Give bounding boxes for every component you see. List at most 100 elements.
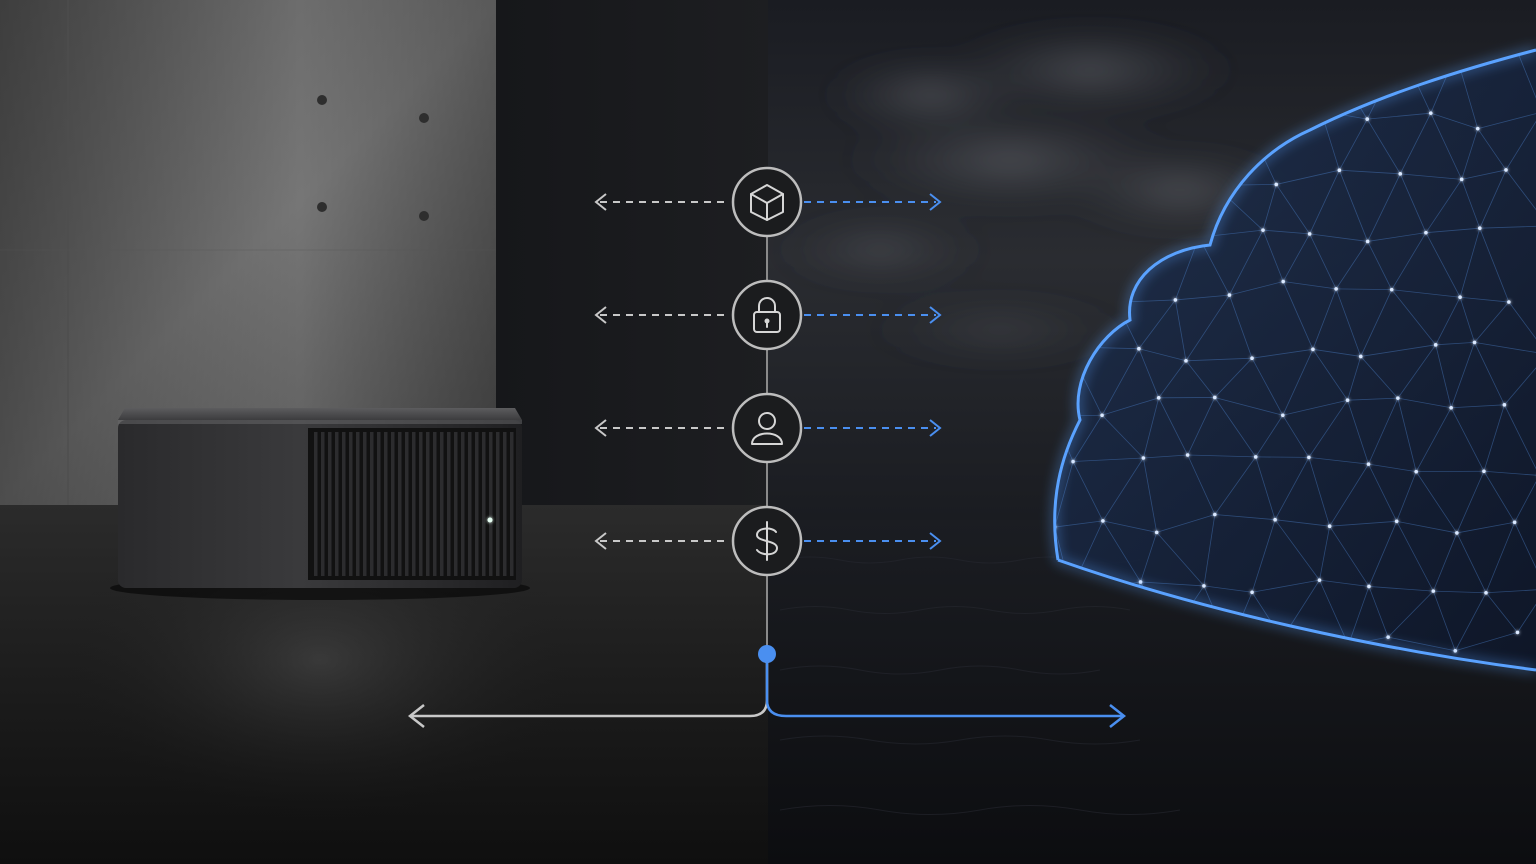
vent-slot: [461, 432, 465, 576]
mesh-link: [1425, 232, 1461, 298]
vent-slot: [398, 432, 402, 576]
mesh-link: [1396, 521, 1434, 592]
mesh-link: [1282, 233, 1310, 282]
mesh-link: [1456, 521, 1515, 534]
vent-slot: [321, 432, 325, 576]
mesh-link: [1339, 118, 1368, 171]
mesh-node: [1253, 455, 1258, 459]
mesh-link: [1312, 348, 1361, 357]
mesh-link: [1483, 470, 1536, 476]
mesh-link: [1430, 113, 1463, 180]
on-prem-arrowhead: [594, 193, 607, 211]
cloud-arrowhead: [929, 306, 942, 324]
mesh-link: [1397, 397, 1452, 409]
mesh-link: [1229, 281, 1284, 296]
mesh-node: [1484, 590, 1488, 595]
split-point: [758, 645, 776, 663]
mesh-link: [1474, 342, 1536, 355]
mesh-node: [1455, 531, 1459, 535]
mesh-link: [1335, 241, 1368, 290]
mesh-link: [1366, 118, 1401, 175]
vent-slot: [440, 432, 444, 576]
mesh-link: [1461, 128, 1479, 180]
mesh-link: [1508, 301, 1536, 355]
mesh-link: [1474, 301, 1510, 343]
vent-slot: [314, 432, 318, 576]
vent-slot: [475, 432, 479, 576]
mesh-node: [1345, 398, 1350, 403]
mesh-node: [1431, 589, 1436, 593]
mesh-link: [1185, 294, 1230, 362]
cloud-branch-arrowhead: [1109, 704, 1127, 728]
mesh-link: [1514, 522, 1536, 590]
shield-outline: [1053, 48, 1536, 561]
mesh-link: [1360, 289, 1393, 357]
mesh-node: [1365, 239, 1370, 244]
mesh-node: [1458, 295, 1462, 300]
mesh-link: [1348, 586, 1370, 646]
mesh-link: [1138, 299, 1176, 349]
lock-icon: [753, 297, 781, 333]
mesh-link: [1073, 457, 1144, 462]
mesh-link: [1229, 294, 1253, 359]
mesh-node: [1250, 356, 1254, 360]
mesh-link: [1175, 294, 1230, 301]
mesh-link: [1360, 344, 1436, 357]
mesh-node: [1250, 590, 1254, 595]
mesh-node: [1101, 519, 1105, 523]
mesh-node: [1453, 648, 1458, 653]
mesh-node: [1398, 172, 1403, 176]
mesh-link: [1388, 636, 1456, 652]
flow-row-package: [594, 166, 942, 238]
mesh-link: [1415, 471, 1458, 534]
user-icon: [751, 412, 783, 445]
mesh-link: [1456, 471, 1485, 534]
mesh-node: [1274, 182, 1279, 187]
mesh-link: [1138, 348, 1160, 398]
vent-slot: [426, 432, 430, 576]
mesh-node: [1389, 287, 1394, 292]
mesh-node: [1307, 232, 1312, 236]
mesh-node: [1311, 347, 1315, 352]
mesh-node: [1424, 230, 1428, 235]
mesh-link: [1360, 356, 1399, 399]
mesh-link: [1397, 344, 1437, 399]
mesh-link: [1397, 398, 1417, 472]
mesh-link: [1455, 632, 1518, 652]
flow-rows: [594, 166, 942, 577]
mesh-link: [1185, 357, 1253, 362]
mesh-link: [1187, 397, 1216, 456]
mesh-link: [1505, 169, 1536, 227]
mesh-link: [1308, 457, 1369, 465]
mesh-link: [1143, 454, 1188, 459]
mesh-node: [1472, 340, 1477, 345]
mesh-link: [1454, 592, 1487, 651]
mesh-link: [1368, 463, 1417, 473]
mesh-link: [1203, 585, 1253, 593]
cloud-arrowhead: [929, 532, 942, 550]
mesh-link: [1309, 233, 1337, 290]
cloud-branch-arrow: [765, 662, 1122, 718]
flow-node: [731, 279, 803, 351]
mesh-link: [1101, 348, 1140, 416]
mesh-link: [1262, 229, 1310, 235]
mesh-node: [1273, 517, 1277, 522]
vent-slot: [335, 432, 339, 576]
mesh-link: [1251, 519, 1276, 593]
wall-tie-holes: [317, 95, 429, 221]
mesh-node: [1317, 578, 1322, 582]
mesh-link: [1483, 404, 1505, 472]
mesh-link: [1391, 289, 1437, 346]
mesh-link: [1396, 471, 1417, 522]
vent-slot: [503, 432, 507, 576]
mesh-link: [1483, 471, 1515, 523]
mesh-link: [1432, 590, 1456, 651]
mesh-node: [1154, 530, 1159, 535]
vent-slot: [468, 432, 472, 576]
mesh-node: [1227, 293, 1232, 297]
mesh-node: [1337, 168, 1342, 172]
mesh-node: [1502, 403, 1507, 407]
mesh-link: [1461, 179, 1481, 229]
mesh-link: [1140, 532, 1158, 583]
